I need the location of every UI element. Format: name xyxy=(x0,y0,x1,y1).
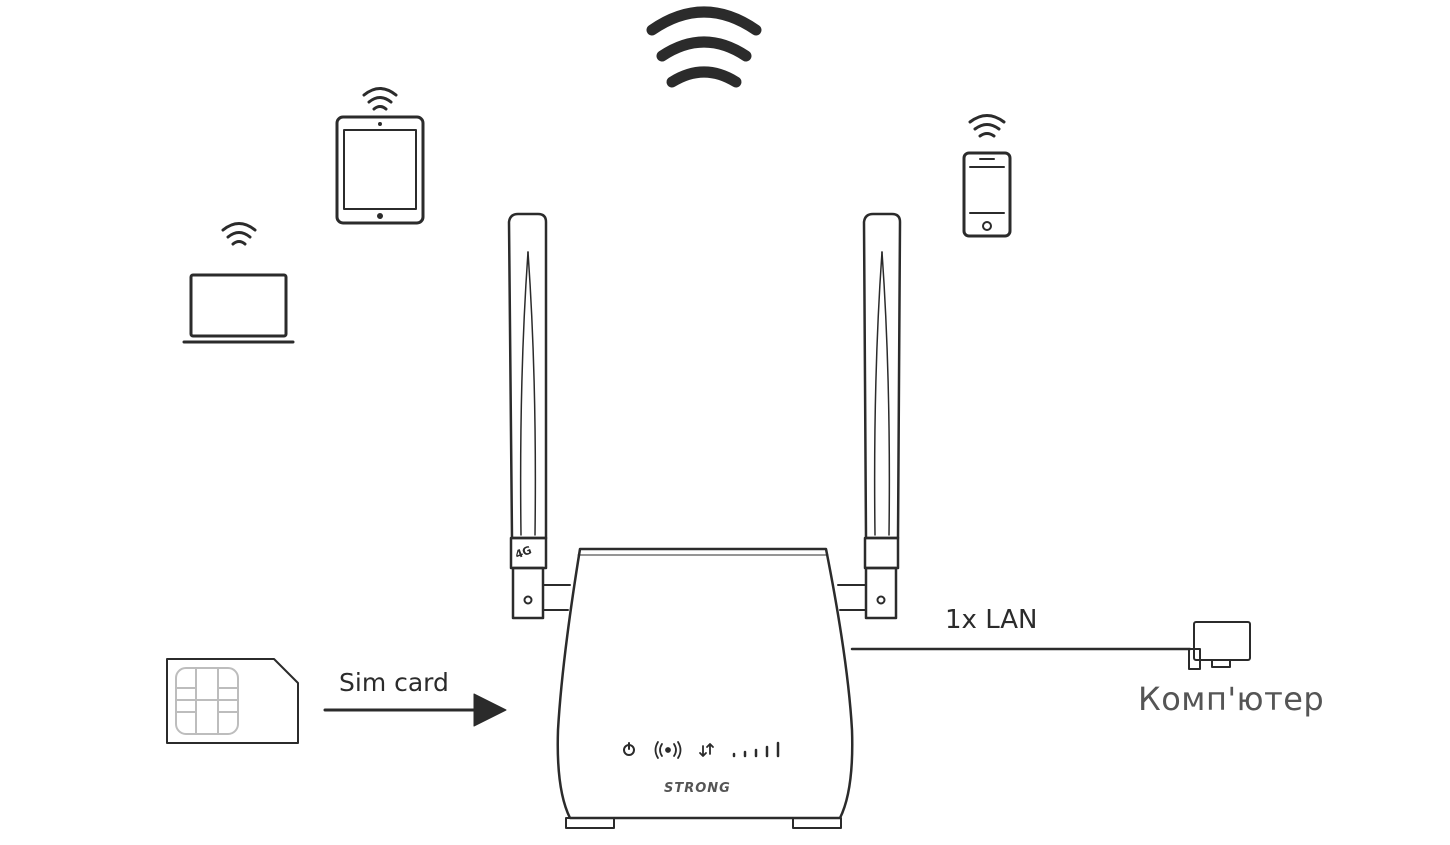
lan-plug-icon xyxy=(1188,621,1251,670)
sim-card-icon xyxy=(166,658,299,744)
antenna-left xyxy=(507,212,571,620)
arrow-right-icon xyxy=(323,693,507,727)
sim-card-label: Sim card xyxy=(339,668,449,697)
wifi-led-icon xyxy=(654,741,682,759)
signal-led-icon xyxy=(732,741,780,758)
lan-label: 1x LAN xyxy=(945,605,1038,635)
data-led-icon xyxy=(699,743,714,757)
computer-label: Комп'ютер xyxy=(1138,680,1325,718)
brand-logo: STRONG xyxy=(664,781,731,796)
wifi-icon xyxy=(646,6,762,88)
smartphone-icon xyxy=(962,114,1012,238)
wifi-icon xyxy=(221,222,257,246)
antenna-right xyxy=(837,212,902,620)
sim-chip xyxy=(175,667,239,735)
wifi-icon xyxy=(362,87,398,111)
router-icon xyxy=(556,547,854,829)
power-led-icon xyxy=(623,742,635,756)
wifi-icon xyxy=(968,114,1006,138)
tablet-icon xyxy=(335,87,425,225)
laptop-icon xyxy=(182,222,295,344)
